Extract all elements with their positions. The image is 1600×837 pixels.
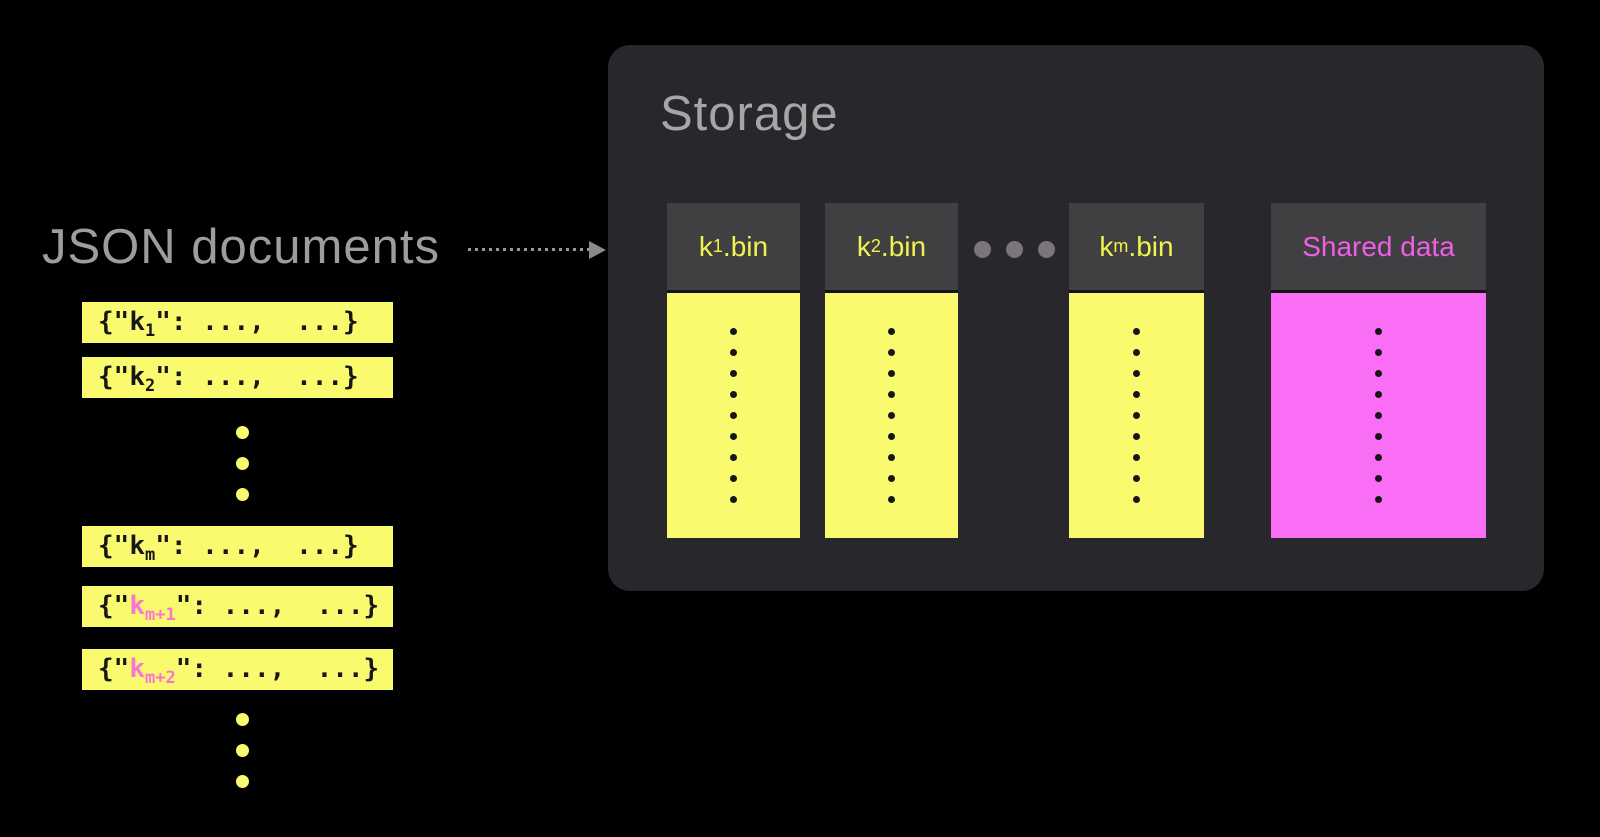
record-dot	[1133, 349, 1140, 356]
record-dot	[1133, 454, 1140, 461]
record-dot	[888, 496, 895, 503]
doc-text-prefix: {"	[98, 362, 130, 392]
json-documents-label: JSON documents	[42, 220, 440, 274]
record-dot	[888, 328, 895, 335]
doc-key: k2	[129, 362, 156, 397]
record-dot	[1133, 475, 1140, 482]
arrowhead-icon	[589, 241, 606, 259]
doc-key-subscript: 1	[144, 321, 156, 342]
column-body	[825, 293, 958, 538]
doc-key: km	[129, 531, 156, 566]
doc-text-prefix: {"	[98, 531, 130, 561]
stack-ellipsis-dot	[236, 457, 249, 470]
stack-ellipsis-dot	[236, 713, 249, 726]
column-label: k	[856, 230, 871, 262]
ellipsis-dot	[1038, 241, 1055, 258]
record-dot	[888, 391, 895, 398]
record-dot	[1133, 328, 1140, 335]
json-doc-bar: {"k1": ..., ...}	[82, 302, 393, 343]
record-dot	[1375, 370, 1382, 377]
column-label-extension: .bin	[880, 230, 927, 262]
record-dot	[730, 496, 737, 503]
json-doc-bar: {"km": ..., ...}	[82, 526, 393, 567]
column-label: k	[1099, 230, 1114, 262]
record-dot	[1375, 454, 1382, 461]
record-dot	[1375, 496, 1382, 503]
record-dot	[888, 349, 895, 356]
record-dot	[888, 475, 895, 482]
doc-text-prefix: {"	[98, 307, 130, 337]
record-dot	[730, 349, 737, 356]
record-dot	[1133, 370, 1140, 377]
doc-text-prefix: {"	[98, 591, 130, 621]
record-dot	[730, 391, 737, 398]
doc-text-suffix: ": ..., ...}	[175, 654, 380, 684]
record-dot	[730, 412, 737, 419]
stack-ellipsis-dot	[236, 744, 249, 757]
doc-text-prefix: {"	[98, 654, 130, 684]
columns-ellipsis-icon	[974, 241, 1055, 258]
record-dot	[1375, 433, 1382, 440]
doc-key-subscript: m	[144, 545, 156, 566]
record-dot	[730, 433, 737, 440]
doc-key: km+2	[129, 654, 176, 689]
column-label: Shared data	[1302, 230, 1455, 262]
json-doc-bar: {"km+2": ..., ...}	[82, 649, 393, 690]
column-label-subscript: 2	[870, 236, 881, 256]
ellipsis-dot	[1006, 241, 1023, 258]
record-dot	[1375, 349, 1382, 356]
record-dot	[1133, 433, 1140, 440]
record-dot	[888, 454, 895, 461]
doc-key-subscript: m+2	[144, 668, 176, 689]
column-label-extension: .bin	[722, 230, 769, 262]
record-dot	[730, 328, 737, 335]
doc-text-suffix: ": ..., ...}	[175, 591, 380, 621]
record-dot	[1133, 496, 1140, 503]
doc-key: k1	[129, 307, 156, 342]
record-dot	[730, 475, 737, 482]
record-dot	[888, 412, 895, 419]
doc-text-suffix: ": ..., ...}	[155, 362, 359, 392]
doc-text-suffix: ": ..., ...}	[155, 307, 359, 337]
record-dot	[888, 433, 895, 440]
doc-text-suffix: ": ..., ...}	[155, 531, 359, 561]
dotted-arrow-line	[468, 248, 590, 251]
column-label-extension: .bin	[1128, 230, 1174, 262]
doc-key-subscript: 2	[144, 376, 156, 397]
json-doc-bar: {"k2": ..., ...}	[82, 357, 393, 398]
ellipsis-dot	[974, 241, 991, 258]
stack-ellipsis-dot	[236, 426, 249, 439]
column-label: k	[698, 230, 713, 262]
column-header: Shared data	[1271, 203, 1486, 293]
record-dot	[1375, 475, 1382, 482]
doc-key: km+1	[129, 591, 176, 626]
record-dot	[1375, 412, 1382, 419]
storage-title: Storage	[660, 87, 839, 141]
column-body	[1069, 293, 1204, 538]
record-dot	[1375, 328, 1382, 335]
column-label-subscript: 1	[712, 236, 723, 256]
record-dot	[888, 370, 895, 377]
record-dot	[730, 454, 737, 461]
stack-ellipsis-dot	[236, 488, 249, 501]
column-label-subscript: m	[1113, 236, 1129, 256]
column-body	[667, 293, 800, 538]
stack-ellipsis-dot	[236, 775, 249, 788]
storage-column: Shared data	[1271, 203, 1486, 538]
record-dot	[1133, 412, 1140, 419]
record-dot	[1133, 391, 1140, 398]
doc-key-subscript: m+1	[144, 605, 176, 626]
record-dot	[1375, 391, 1382, 398]
record-dot	[730, 370, 737, 377]
json-doc-bar: {"km+1": ..., ...}	[82, 586, 393, 627]
column-body	[1271, 293, 1486, 538]
